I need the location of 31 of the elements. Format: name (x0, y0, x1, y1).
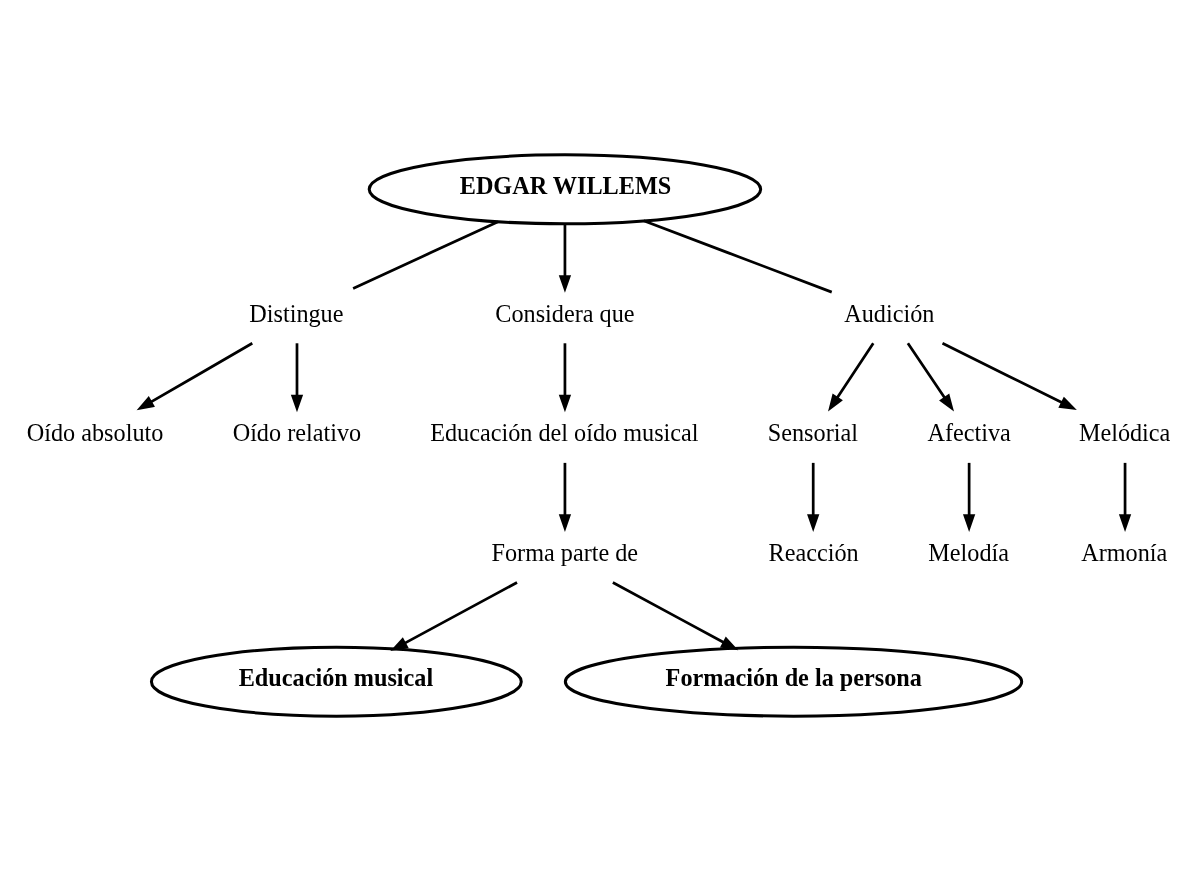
arrow (807, 462, 820, 532)
node-text: Considera que (495, 299, 635, 327)
node-ellipse: Formación de la persona (563, 645, 1024, 718)
node-text: Armonía (1081, 538, 1168, 566)
node-text: Audición (844, 299, 935, 327)
arrow (390, 580, 518, 651)
node-text: Afectiva (927, 418, 1011, 446)
node-ellipse: Educación musical (149, 645, 523, 718)
arrow (558, 462, 572, 532)
arrow (906, 342, 954, 412)
arrow (962, 462, 976, 532)
node-text: Oído absoluto (26, 418, 164, 446)
connector (352, 219, 499, 290)
node-ellipse: EDGAR WILLEMS (367, 152, 763, 225)
arrow (558, 223, 572, 293)
arrow (1118, 462, 1132, 532)
arrow (136, 341, 253, 410)
arrow (941, 341, 1077, 410)
arrow (612, 580, 739, 650)
arrow (558, 342, 572, 412)
node-text: Melodía (928, 538, 1009, 566)
arrow (828, 342, 875, 412)
node-text: Oído relativo (232, 418, 362, 446)
node-text: Distingue (249, 299, 344, 327)
node-text: Forma parte de (491, 538, 639, 566)
node-text: Melódica (1078, 418, 1171, 446)
node-text: Reacción (768, 538, 859, 566)
arrow (290, 342, 304, 412)
connector (643, 218, 833, 293)
node-text: Sensorial (767, 418, 858, 446)
node-text: Educación del oído musical (430, 418, 699, 446)
